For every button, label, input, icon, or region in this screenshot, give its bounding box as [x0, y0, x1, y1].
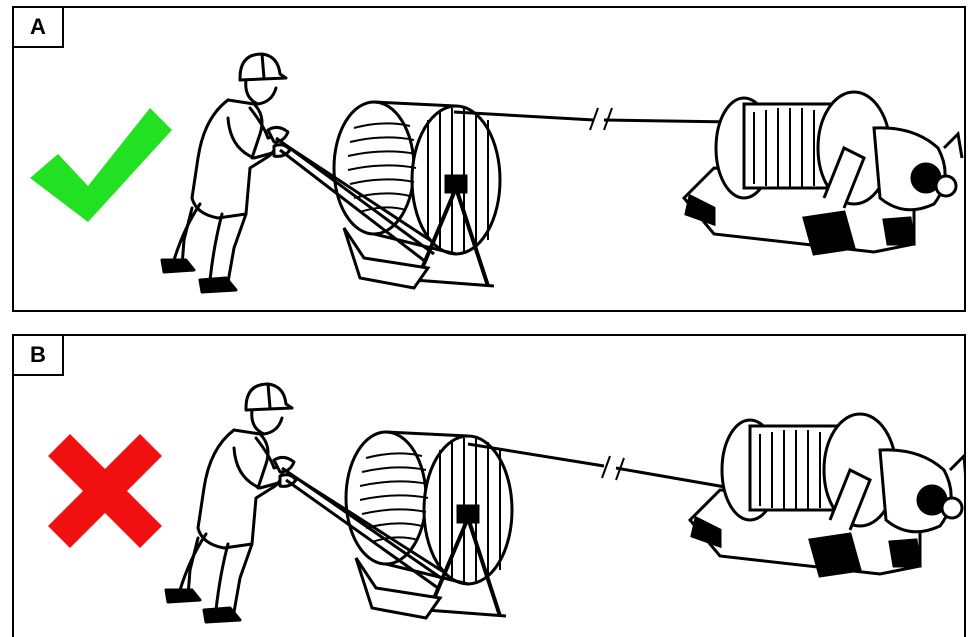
panel-a: A — [12, 6, 966, 312]
illustration-a — [14, 8, 966, 310]
winch-machine — [690, 414, 966, 576]
x-mark-icon — [48, 434, 162, 548]
worker-figure — [166, 384, 296, 622]
check-mark-icon — [30, 108, 172, 222]
cable-line — [454, 108, 734, 130]
illustration-b — [14, 336, 966, 637]
winch-machine — [684, 92, 962, 254]
worker-figure — [162, 54, 290, 292]
panel-b: B — [12, 334, 966, 637]
